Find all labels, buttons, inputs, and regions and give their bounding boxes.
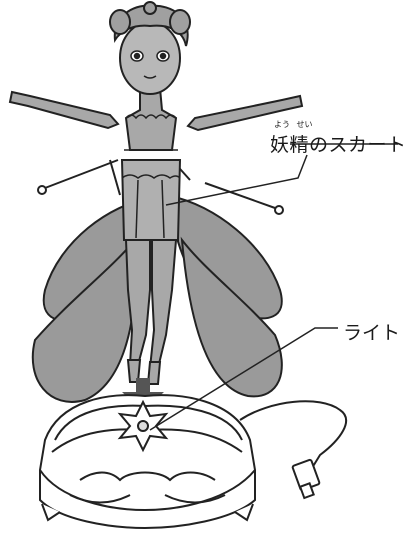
usb-cable — [239, 400, 347, 500]
feet — [126, 359, 162, 385]
ruby-yo: よう — [274, 120, 290, 129]
fairy-face — [130, 50, 170, 79]
fairy-skirt-ruby: よう せい — [274, 119, 313, 130]
skirt-details — [121, 114, 181, 239]
light-label: ライト — [343, 322, 401, 344]
leader-lines — [149, 143, 398, 431]
light-star-icon — [117, 399, 169, 453]
wing-rods — [37, 159, 284, 215]
fairy-skirt-label: 妖精のスカート — [270, 134, 407, 156]
ruby-sei: せい — [296, 120, 313, 129]
fairy-figure — [8, 1, 304, 369]
launch-base — [38, 394, 257, 530]
